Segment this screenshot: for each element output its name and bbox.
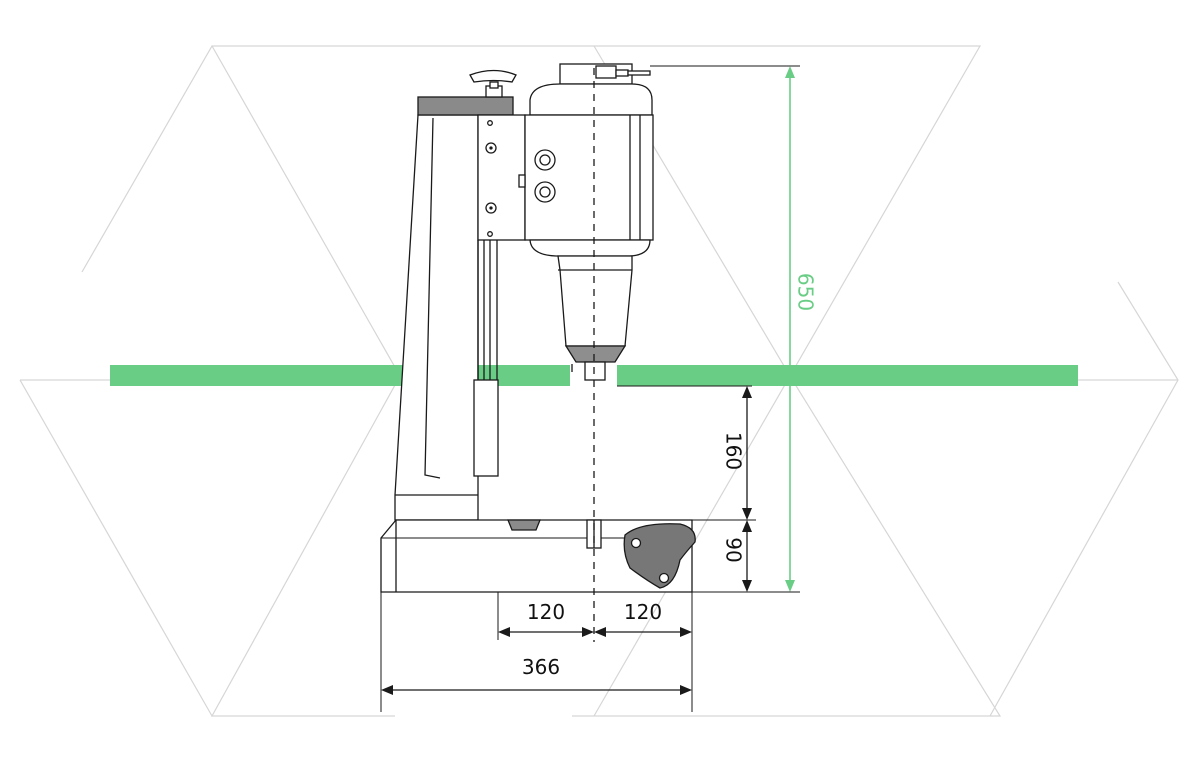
dim-half-left-label: 120 [527,600,565,624]
foot-pedal [623,523,696,589]
column-frame [394,114,479,521]
dim-base-height-label: 90 [722,537,746,562]
slide-plate [477,114,526,241]
dim-total-height: 650 [650,65,818,592]
dim-total-depth: 366 [381,655,692,695]
dim-half-left: 120 [498,600,594,637]
dim-total-depth-label: 366 [522,655,560,679]
dim-stroke-label: 160 [722,432,746,470]
dim-half-right: 120 [594,600,692,637]
column-top-cap [417,96,514,116]
press-machine [380,63,696,593]
dim-stroke: 160 [617,385,752,520]
dim-half-right-label: 120 [624,600,662,624]
dim-base-height: 90 [692,519,800,593]
dim-total-height-label: 650 [794,273,818,311]
motor-head-dome [529,83,653,116]
motor-head-body [524,114,654,241]
